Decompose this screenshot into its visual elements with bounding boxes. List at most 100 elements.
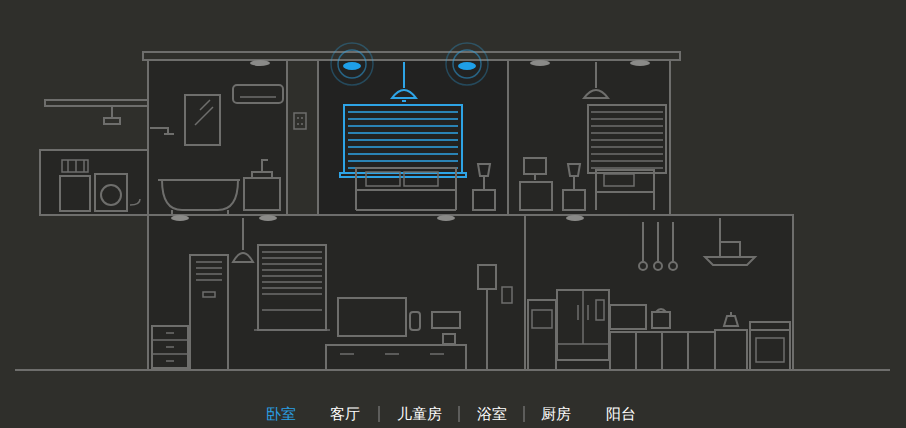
living-room xyxy=(443,334,455,344)
smart-lights xyxy=(458,62,476,70)
smart-lights xyxy=(453,50,481,78)
living-room xyxy=(340,353,444,355)
room-walls xyxy=(168,214,793,216)
wall-switch xyxy=(502,287,512,303)
kids-room xyxy=(524,158,546,174)
bathroom-fixtures xyxy=(195,100,213,125)
kitchen xyxy=(669,262,677,270)
ceiling-lights xyxy=(171,215,189,221)
living-room xyxy=(233,218,253,262)
ceiling-lights xyxy=(171,60,650,221)
bathroom-fixtures xyxy=(158,180,240,215)
ceiling-lights xyxy=(530,60,550,66)
bathroom-fixtures xyxy=(185,95,220,145)
living-room xyxy=(196,262,222,297)
bathroom-fixtures xyxy=(150,85,283,215)
kitchen xyxy=(756,338,784,362)
smart-lights xyxy=(338,50,366,78)
kitchen xyxy=(557,290,609,344)
room-walls xyxy=(45,100,148,106)
room-walls xyxy=(148,215,525,370)
bedroom-furniture xyxy=(356,164,495,210)
kids-room xyxy=(520,174,552,210)
room-tab: 阳台 xyxy=(606,404,636,424)
wall-switch xyxy=(298,117,302,125)
bedroom-furniture xyxy=(473,190,495,210)
living-room xyxy=(478,265,496,289)
kitchen xyxy=(596,300,604,320)
kitchen xyxy=(528,218,790,370)
smart-lights xyxy=(331,43,488,101)
bathroom-fixtures xyxy=(252,160,272,178)
living-room xyxy=(480,289,494,370)
living-room xyxy=(190,255,228,370)
room-tab: 厨房 xyxy=(541,404,571,424)
kitchen xyxy=(715,330,747,370)
room-walls xyxy=(508,60,670,215)
bathroom-fixtures xyxy=(233,85,283,103)
room-walls xyxy=(143,52,680,60)
kids-room xyxy=(563,190,585,210)
living-room xyxy=(338,298,406,336)
ceiling-lights xyxy=(437,215,455,221)
room-tab: 卧室 xyxy=(266,404,296,424)
smart-lights xyxy=(343,62,361,70)
smart-lights xyxy=(331,43,373,85)
laundry xyxy=(60,176,90,211)
kitchen xyxy=(750,322,790,370)
room-walls xyxy=(525,215,793,370)
kids-room xyxy=(520,62,666,210)
bedroom-furniture xyxy=(356,168,456,210)
bedroom-furniture xyxy=(404,172,438,186)
ceiling-lights xyxy=(250,60,270,66)
kids-room xyxy=(584,62,608,98)
living-room xyxy=(152,326,188,368)
kitchen xyxy=(532,310,552,328)
room-walls xyxy=(148,60,287,215)
kitchen xyxy=(610,332,715,370)
room-tab: 儿童房 xyxy=(397,404,442,424)
kitchen xyxy=(654,262,662,270)
kids-room xyxy=(591,112,663,168)
ceiling-lights xyxy=(566,215,584,221)
bedroom-blinds xyxy=(340,173,466,177)
laundry xyxy=(95,174,127,211)
laundry xyxy=(62,160,88,172)
kitchen xyxy=(557,290,609,360)
kids-room xyxy=(568,164,580,190)
room-walls xyxy=(318,60,508,215)
kitchen xyxy=(610,305,646,329)
bathroom-fixtures xyxy=(244,178,280,210)
living-room xyxy=(410,312,420,330)
kitchen xyxy=(528,300,556,370)
kitchen xyxy=(643,222,673,262)
living-room xyxy=(326,345,466,370)
bedroom-blinds xyxy=(340,105,466,177)
bedroom-blinds xyxy=(344,105,462,173)
kids-room xyxy=(604,174,634,186)
living-room xyxy=(254,252,330,330)
room-walls xyxy=(40,150,148,215)
bathroom-fixtures xyxy=(150,128,174,134)
kids-room xyxy=(588,105,666,173)
room-walls xyxy=(148,60,793,370)
bedroom-furniture xyxy=(478,164,490,190)
kitchen xyxy=(724,312,738,326)
ceiling-lights xyxy=(259,215,277,221)
bedroom-blinds xyxy=(348,112,458,168)
smart-lights xyxy=(392,62,416,101)
smart-lights xyxy=(446,43,488,85)
kids-room xyxy=(596,170,654,210)
room-tab: 客厅 xyxy=(330,404,360,424)
ceiling-lights xyxy=(630,60,650,66)
kitchen xyxy=(639,262,647,270)
laundry xyxy=(101,185,121,205)
kitchen xyxy=(705,218,755,265)
room-walls xyxy=(40,150,148,215)
kitchen xyxy=(652,309,670,328)
bathroom-fixtures xyxy=(240,96,276,98)
wall-switch xyxy=(294,113,306,129)
living-room xyxy=(152,218,496,370)
